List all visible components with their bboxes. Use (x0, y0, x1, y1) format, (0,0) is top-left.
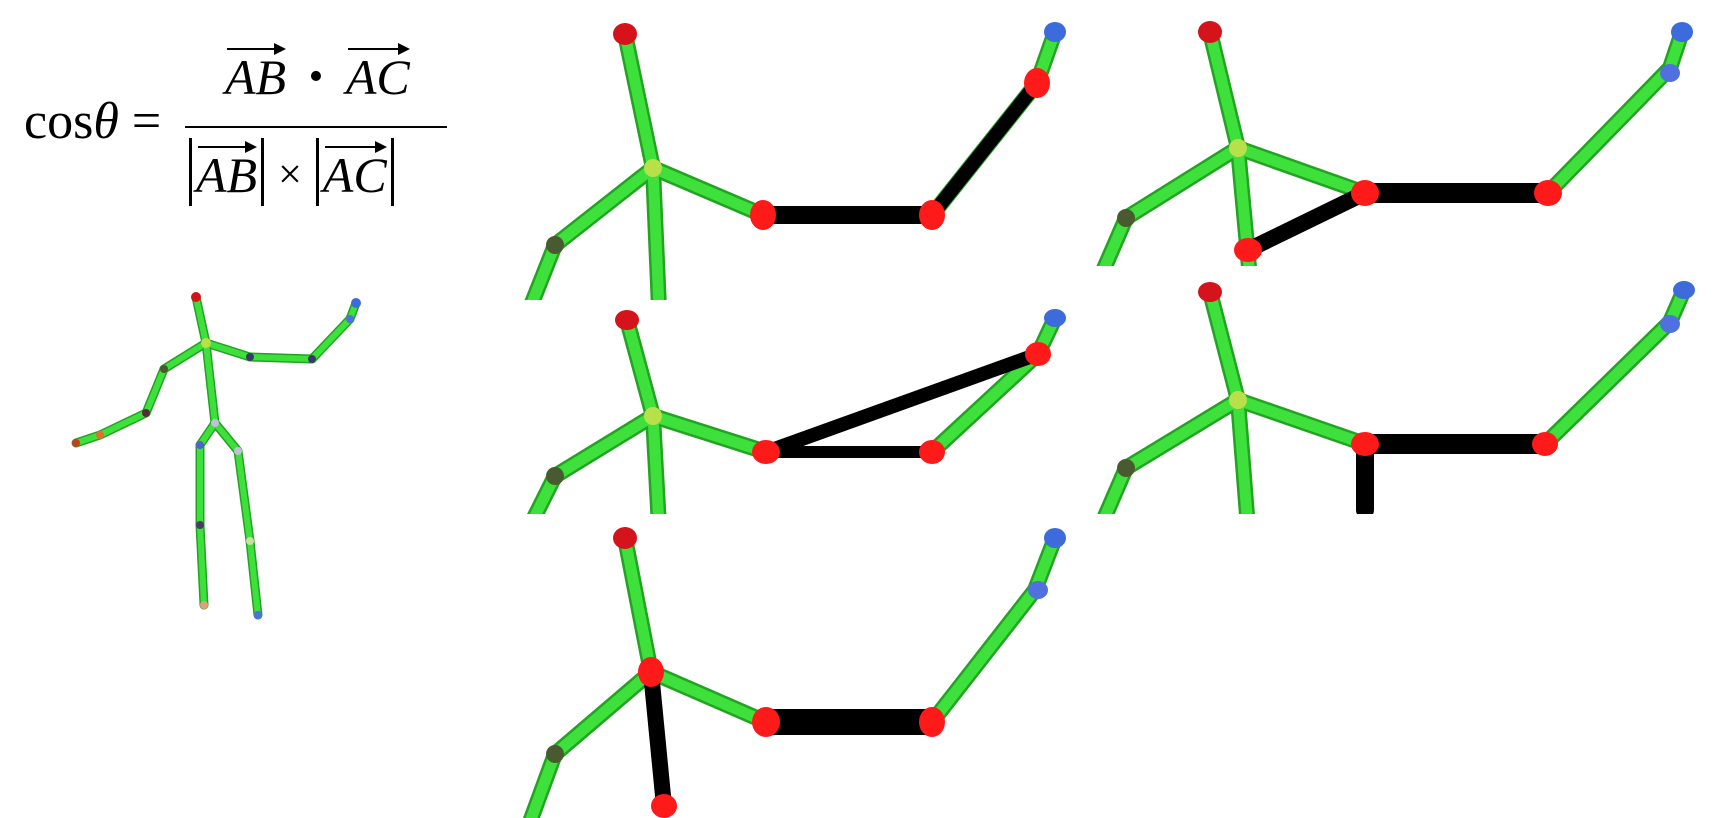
full-skeleton-figure (71, 292, 361, 620)
joint-marker-a (752, 440, 780, 464)
head-joint (1198, 282, 1222, 302)
joint-marker-a (1351, 180, 1379, 206)
head-joint (613, 23, 637, 45)
vector-ab-magnitude: AB (196, 140, 258, 204)
equals-sign: = (131, 93, 162, 150)
skeleton-panel-2 (1096, 21, 1693, 266)
joint-marker-b (1534, 180, 1562, 206)
theta-symbol: θ (93, 93, 119, 150)
skeleton-panel-4 (1097, 281, 1695, 514)
joint-marker-a (1351, 432, 1379, 456)
highlight-segment (1244, 185, 1369, 258)
head-joint (613, 527, 637, 549)
left-hand-joint (72, 439, 80, 447)
joint-marker-b (752, 707, 780, 737)
skeleton-panel-1 (524, 22, 1066, 300)
abs-bar (390, 138, 394, 206)
cos-text: cos (24, 93, 94, 150)
vector-ab: AB (225, 42, 287, 106)
highlight-segment (763, 347, 1041, 459)
head-joint (615, 310, 639, 330)
joint-marker-c (1025, 342, 1051, 366)
formula-fraction: AB • AC AB × AC (185, 40, 447, 230)
formula-denominator: AB × AC (185, 138, 398, 206)
joint-marker-b (1532, 432, 1558, 456)
cosine-angle-formula: cosθ = AB • AC AB × AC (20, 40, 447, 230)
joint-marker-c (1234, 238, 1262, 262)
hand-joint (1044, 22, 1066, 42)
hand-joint (1671, 22, 1693, 42)
hand-joint (1044, 528, 1066, 548)
times-operator: × (278, 152, 302, 198)
skeleton-panel-5 (522, 527, 1066, 818)
formula-lhs: cosθ = (24, 92, 161, 151)
head-joint (1198, 21, 1222, 43)
joint-marker-b (919, 200, 945, 230)
formula-numerator: AB • AC (225, 42, 410, 106)
fraction-bar (185, 126, 447, 128)
dot-operator: • (308, 54, 324, 100)
right-hand-joint (351, 298, 361, 308)
joint-marker-b (919, 440, 945, 464)
joint-marker-a (638, 657, 664, 687)
hand-joint (1044, 309, 1066, 327)
highlight-segment (643, 671, 672, 807)
joint-marker-c (1024, 68, 1050, 98)
vector-ac-magnitude: AC (323, 140, 387, 204)
abs-bar (189, 138, 192, 206)
joint-marker-a (750, 200, 776, 230)
head-joint (191, 292, 201, 302)
joint-marker-c (919, 707, 945, 737)
vector-ac: AC (346, 42, 410, 106)
hand-joint (1673, 281, 1695, 299)
highlight-segment (926, 78, 1043, 220)
skeleton-panel-3 (527, 309, 1066, 514)
joint-marker-d (651, 794, 677, 818)
abs-bar (261, 138, 265, 206)
abs-bar (315, 138, 319, 206)
